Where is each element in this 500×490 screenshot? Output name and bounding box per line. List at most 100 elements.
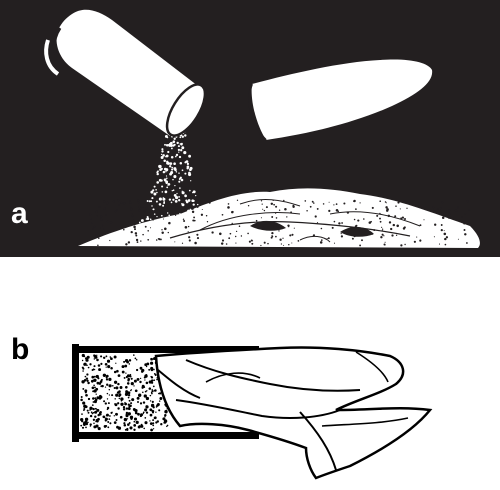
powder-grain (115, 412, 118, 416)
powder-grain (170, 222, 172, 225)
powder-pile (78, 188, 480, 248)
powder-grain (156, 404, 159, 407)
powder-grain (139, 380, 142, 384)
powder-grain (159, 238, 162, 241)
powder-grain (160, 167, 163, 170)
powder-grain (139, 413, 144, 417)
powder-grain (150, 428, 153, 432)
powder-grain (113, 415, 115, 417)
powder-grain (144, 225, 147, 228)
powder-grain (139, 402, 143, 405)
powder-grain (127, 407, 131, 411)
powder-grain (179, 136, 182, 139)
powder-grain (142, 401, 146, 404)
powder-grain (138, 394, 141, 397)
powder-grain (110, 357, 113, 361)
powder-grain (275, 235, 277, 238)
powder-grain (333, 242, 336, 244)
powder-grain (304, 200, 307, 202)
powder-grain (91, 404, 94, 406)
powder-grain (106, 383, 109, 386)
powder-grain (229, 232, 232, 235)
powder-grain (187, 225, 190, 228)
powder-grain (333, 220, 336, 223)
powder-grain (81, 366, 84, 369)
powder-grain (151, 203, 153, 206)
powder-grain (150, 381, 154, 384)
powder-grain (353, 234, 356, 238)
powder-grain (158, 238, 161, 241)
powder-grain (180, 149, 183, 152)
powder-grain (167, 225, 171, 229)
powder-grain (162, 417, 166, 421)
powder-grain (126, 418, 129, 420)
powder-grain (181, 135, 184, 138)
powder-grain (165, 171, 167, 173)
powder-grain (164, 413, 167, 417)
powder-grain (433, 207, 437, 211)
powder-grain (448, 212, 451, 216)
powder-grain (438, 243, 441, 245)
powder-grain (333, 204, 335, 206)
powder-grain (165, 155, 167, 158)
powder-grain (187, 199, 191, 202)
powder-grain (178, 151, 180, 153)
powder-grain (145, 405, 149, 409)
powder-grain (150, 358, 152, 360)
powder-grain (108, 418, 111, 420)
powder-grain (161, 185, 164, 188)
powder-grain (142, 223, 146, 227)
powder-grain (130, 206, 132, 208)
powder-grain (433, 236, 435, 238)
powder-grain (195, 209, 198, 212)
powder-grain (137, 412, 140, 416)
powder-grain (171, 190, 173, 192)
powder-grain (297, 240, 300, 242)
powder-grain (133, 354, 135, 356)
powder-grain (306, 209, 308, 212)
powder-grain (116, 369, 119, 373)
powder-grain (113, 370, 117, 374)
powder-grain (123, 423, 127, 427)
powder-grain (468, 209, 471, 211)
powder-grain (167, 231, 169, 234)
powder-grain (119, 415, 123, 419)
powder-grain (85, 377, 89, 380)
powder-grain (387, 214, 391, 218)
powder-grain (188, 203, 191, 206)
powder-grain (341, 222, 344, 224)
powder-grain (148, 200, 151, 203)
powder-grain (157, 170, 159, 172)
powder-grain (100, 355, 103, 358)
powder-grain (309, 205, 312, 208)
powder-grain (166, 160, 169, 163)
powder-grain (149, 420, 151, 422)
powder-grain (156, 220, 160, 224)
powder-grain (145, 396, 150, 401)
powder-grain (85, 426, 87, 429)
powder-grain (136, 241, 139, 244)
powder-grain (147, 230, 149, 232)
powder-grain (273, 203, 275, 206)
powder-grain (192, 203, 195, 206)
powder-grain (133, 424, 137, 427)
powder-grain (119, 386, 123, 389)
powder-grain (87, 397, 91, 401)
powder-grain (370, 220, 372, 223)
powder-grain (174, 200, 178, 203)
powder-grain (134, 357, 137, 360)
powder-grain (193, 216, 196, 219)
powder-grain (396, 224, 399, 228)
powder-grain (118, 397, 121, 400)
powder-grain (82, 387, 85, 390)
powder-grain (122, 408, 126, 411)
powder-grain (148, 387, 152, 390)
powder-grain (97, 417, 100, 421)
powder-grain (279, 238, 282, 241)
powder-grain (109, 356, 112, 358)
powder-grain (117, 402, 120, 405)
powder-grain (114, 398, 116, 400)
powder-grain (186, 167, 189, 170)
powder-grain (135, 234, 138, 237)
powder-grain (189, 208, 192, 211)
